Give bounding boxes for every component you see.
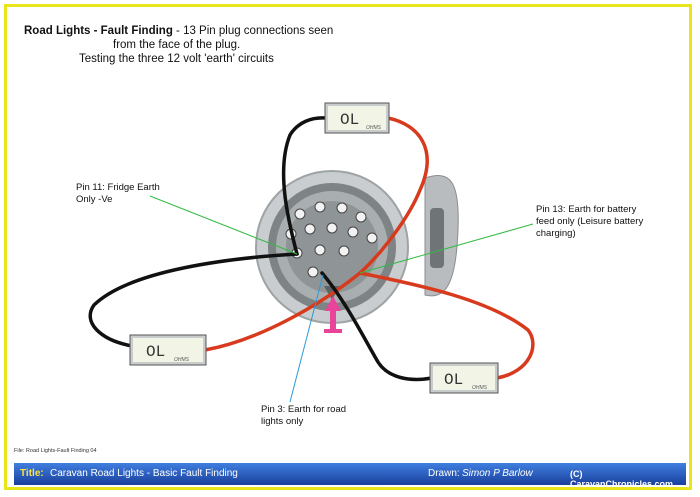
heading-bold: Road Lights - Fault Finding — [24, 25, 173, 37]
locator-arrow — [324, 296, 342, 333]
meter-unit: OHMS — [174, 357, 190, 363]
pin — [307, 266, 319, 278]
multimeter-right: OL OHMS — [429, 362, 499, 394]
pin — [314, 201, 326, 213]
multimeter-top: OL OHMS — [324, 102, 390, 134]
pin — [336, 202, 348, 214]
pin11-line2: Only -Ve — [76, 194, 113, 205]
meter-unit: OHMS — [472, 385, 488, 391]
pin3-line2: lights only — [261, 416, 304, 427]
red-wire-left — [203, 271, 362, 352]
pin13-line3: charging) — [536, 228, 576, 239]
pin — [366, 232, 378, 244]
pin11-line1: Pin 11: Fridge Earth — [76, 182, 160, 193]
pin — [294, 208, 306, 220]
heading-line-3: Testing the three 12 volt 'earth' circui… — [79, 53, 274, 65]
pin13-label: Pin 13: Earth for battery feed only (Lei… — [536, 204, 643, 240]
pin — [304, 223, 316, 235]
pin — [314, 244, 326, 256]
meter-reading: OL — [340, 111, 359, 129]
yellow-frame — [4, 4, 692, 490]
multimeter-left: OL OHMS — [129, 334, 207, 366]
pin13-line2: feed only (Leisure battery — [536, 216, 644, 227]
pin — [347, 226, 359, 238]
copyright: (C) CaravanChronicles.com — [570, 469, 674, 489]
black-wire-top — [281, 116, 328, 256]
red-wire-top — [358, 116, 429, 275]
pin11-pointer — [149, 195, 298, 255]
pin — [355, 211, 367, 223]
red-wire-bottom — [358, 271, 535, 380]
title-bar: Title: Caravan Road Lights - Basic Fault… — [14, 463, 686, 489]
black-wire-left — [88, 252, 299, 348]
heading-line-1: Road Lights - Fault Finding - 13 Pin plu… — [24, 24, 333, 38]
pin11-label: Pin 11: Fridge Earth Only -Ve — [76, 182, 160, 206]
drawn-by: Simon P Barlow — [462, 468, 533, 479]
pin3-line1: Pin 3: Earth for road — [261, 404, 347, 415]
heading-rest: - 13 Pin plug connections seen — [172, 25, 334, 37]
meter-reading: OL — [444, 371, 463, 389]
drawing-title: Caravan Road Lights - Basic Fault Findin… — [50, 468, 238, 479]
black-wire-bottom — [320, 271, 434, 382]
pin — [338, 245, 350, 257]
drawn-label: Drawn: — [428, 468, 460, 479]
pin3-pointer — [289, 274, 324, 403]
pin3-label: Pin 3: Earth for road lights only — [261, 404, 346, 428]
title-label: Title: — [20, 468, 44, 479]
pin13-line1: Pin 13: Earth for battery — [536, 204, 637, 215]
pin13-pointer — [359, 223, 534, 274]
meter-unit: OHMS — [366, 125, 382, 131]
heading-line-2: from the face of the plug. — [113, 39, 241, 51]
pin — [326, 222, 338, 234]
plug-side-tab-inner — [430, 208, 444, 268]
meter-reading: OL — [146, 343, 165, 361]
file-note: File: Road Lights-Fault Finding 04 — [14, 448, 97, 454]
